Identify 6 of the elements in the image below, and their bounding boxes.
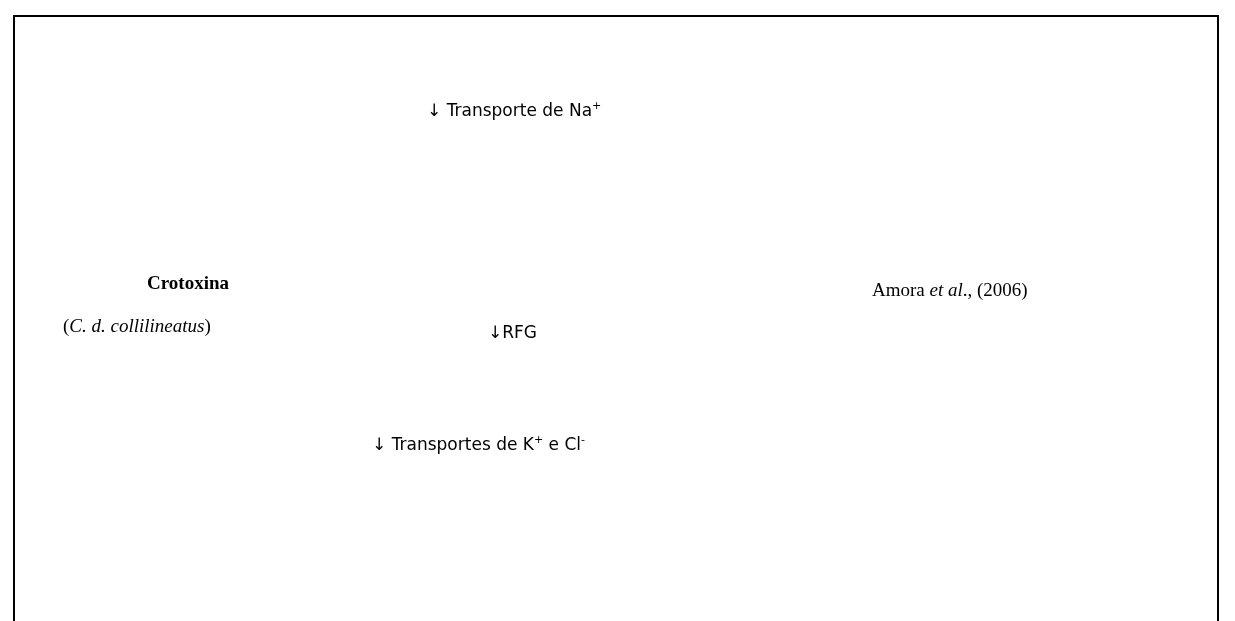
effect-text: ↓ Transportes de K$^{+}$ e Cl$^{-}$ <box>372 434 586 455</box>
effect-text: ↓ Transporte de Na$^{+}$ <box>427 100 602 121</box>
species-name: (C. d. collilineatus) <box>63 315 211 338</box>
citation: Amora et al., (2006) <box>872 279 1028 302</box>
toxin-name: Crotoxina <box>147 272 229 295</box>
effect-text: ↓RFG <box>488 322 537 343</box>
